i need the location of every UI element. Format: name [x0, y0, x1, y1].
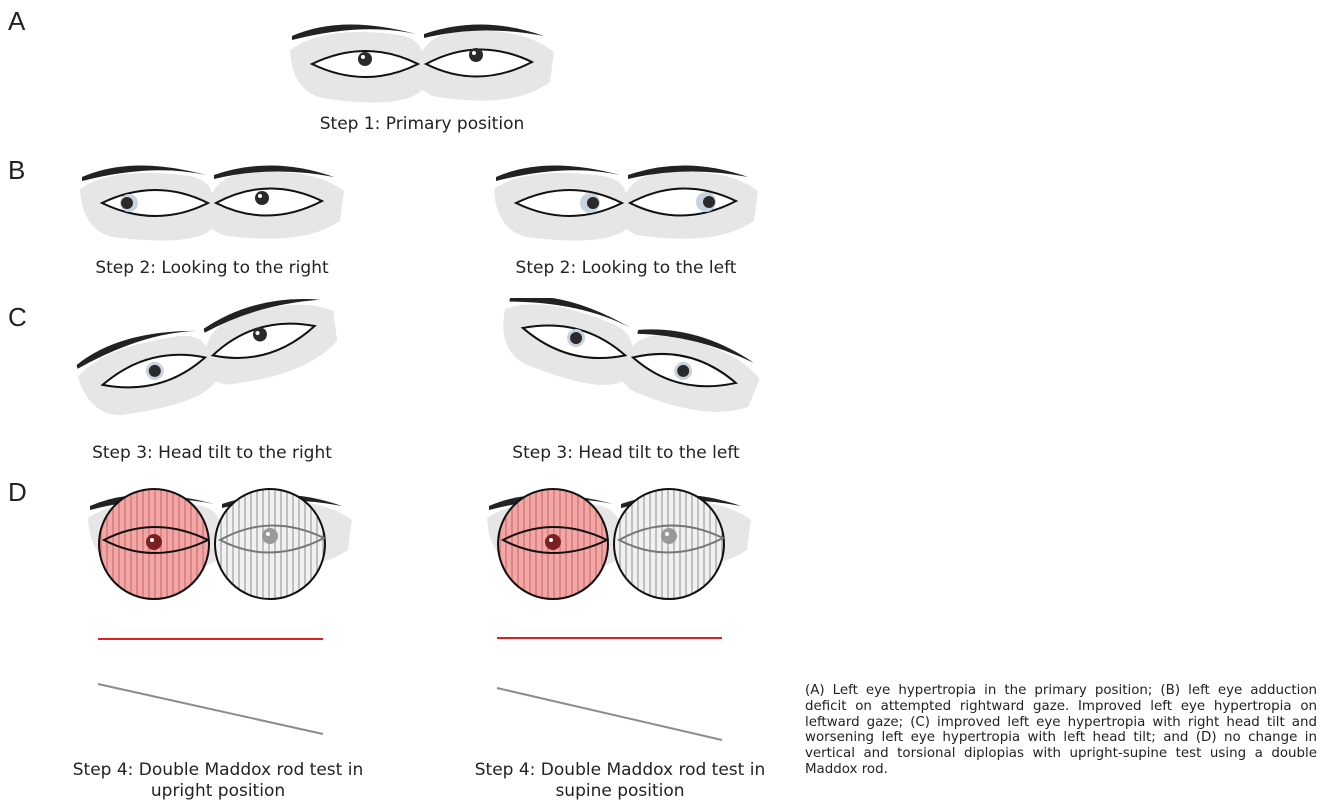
- eyes-head-tilt-right: [72, 298, 352, 433]
- caption-step2-left: Step 2: Looking to the left: [486, 258, 766, 278]
- panel-letter-b: B: [8, 155, 25, 186]
- caption-step3-left: Step 3: Head tilt to the left: [486, 443, 766, 463]
- panel-letter-c: C: [8, 302, 27, 333]
- panel-letter-d: D: [8, 477, 27, 508]
- eyes-looking-left: [486, 155, 766, 245]
- caption-step2-right: Step 2: Looking to the right: [72, 258, 352, 278]
- gray-line: [497, 688, 722, 740]
- caption-step1: Step 1: Primary position: [282, 114, 562, 134]
- maddox-rod-supine: [479, 478, 759, 748]
- gray-line: [98, 684, 323, 734]
- right-pupil: [358, 52, 372, 66]
- caption-step4-supine: Step 4: Double Maddox rod test in supine…: [462, 760, 778, 802]
- left-pupil: [469, 48, 483, 62]
- eye-region-pair: [290, 24, 554, 102]
- maddox-rod-upright: [80, 478, 360, 748]
- panel-letter-a: A: [8, 6, 25, 37]
- caption-step3-right: Step 3: Head tilt to the right: [72, 443, 352, 463]
- eyes-looking-right: [72, 155, 352, 245]
- caption-step4-upright: Step 4: Double Maddox rod test in uprigh…: [40, 760, 396, 802]
- figure-legend: (A) Left eye hypertropia in the primary …: [805, 683, 1317, 778]
- eyes-head-tilt-left: [486, 298, 766, 433]
- eyes-primary-position: [282, 12, 562, 112]
